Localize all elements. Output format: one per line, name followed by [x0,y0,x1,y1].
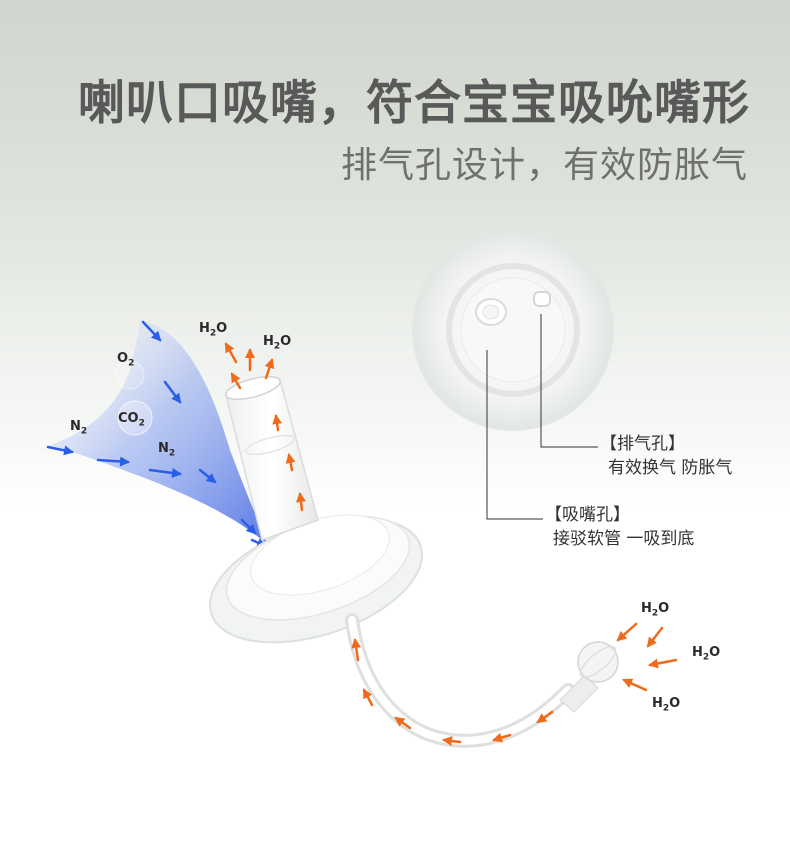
h2o-label-spout-right: H2O [263,334,292,352]
suction-hole-callout: 【吸嘴孔】 接驳软管 一吸到底 [545,503,694,551]
h2o-label-spout-left: H2O [199,321,228,339]
co2-label: CO2 [118,411,145,429]
vent-hole-heading: 【排气孔】 [600,434,685,454]
suction-hole-heading: 【吸嘴孔】 [545,505,630,525]
page-title: 喇叭口吸嘴，符合宝宝吸吮嘴形 [78,76,750,131]
vent-hole-description: 有效换气 防胀气 [608,458,733,478]
weighted-ball [559,641,619,713]
n2-label: N2 [70,419,88,437]
nipple-top-view [412,229,614,431]
h2o-label-ball-right: H2O [692,645,721,663]
h2o-label-ball-top: H2O [641,601,670,619]
vent-hole-callout: 【排气孔】 有效换气 防胀气 [600,432,732,480]
air-flow-funnel [50,320,268,545]
suction-tube [345,613,575,748]
page-subtitle: 排气孔设计，有效防胀气 [340,145,748,186]
suction-hole-description: 接驳软管 一吸到底 [553,529,695,549]
o2-label: O2 [117,351,135,369]
nipple-base [209,514,423,644]
n2-label-secondary: N2 [158,441,176,459]
nipple-spout [225,375,319,541]
airflow-arrow-icon [46,320,267,548]
water-flow-arrow-icon [224,342,678,746]
h2o-label-ball-bottom: H2O [652,696,681,714]
